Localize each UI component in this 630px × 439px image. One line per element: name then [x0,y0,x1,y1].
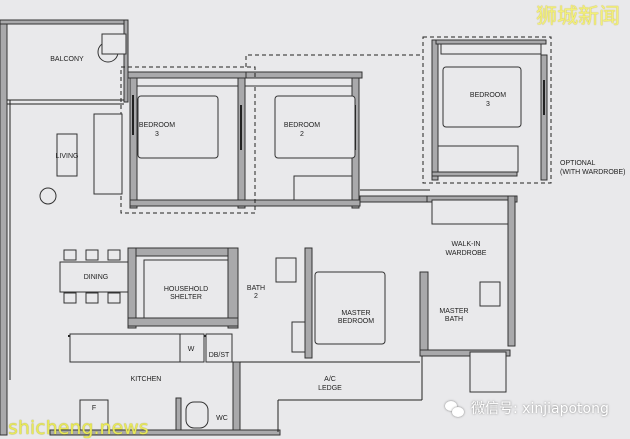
label-bedroom3-right-num: 3 [486,101,490,108]
label-shelter: SHELTER [170,294,202,301]
wardrobe [293,175,353,201]
label-with-wardrobe: (WITH WARDROBE) [560,169,625,176]
label-bath: BATH [247,285,265,292]
watermark-site: shicheng.news [8,417,149,439]
label-wc: WC [216,415,228,422]
balcony-table [101,33,127,55]
bed [314,271,386,345]
walkin-wardrobe-rack [431,199,509,225]
label-kitchen: KITCHEN [131,376,162,383]
label-master-bath-1: MASTER [439,308,468,315]
room-labels: BALCONY LIVING BEDROOM 3 BEDROOM 2 BEDRO… [50,56,625,422]
household-shelter [143,259,229,319]
db-store [205,333,233,363]
coffee-table [56,133,78,177]
label-balcony: BALCONY [50,56,84,63]
label-ledge: LEDGE [318,385,342,392]
label-dbst: DB/ST [209,352,230,359]
bed [442,66,522,128]
label-optional: OPTIONAL [560,160,596,167]
armchair [39,187,57,205]
label-washer: W [188,346,195,353]
label-bedroom3-left-num: 3 [155,131,159,138]
label-walkin: WALK-IN [452,241,481,248]
label-household: HOUSEHOLD [164,286,208,293]
furniture [39,33,522,431]
wechat-icon [445,401,465,417]
washer [179,333,205,363]
windows [136,43,542,87]
toilet [185,401,209,429]
master-shower [469,351,507,393]
label-fridge: F [92,405,96,412]
sink [275,257,297,283]
dashed-connector [245,54,420,67]
sink [479,281,501,307]
bed [274,95,356,159]
label-bedroom3-left: BEDROOM [139,122,175,129]
bed [137,95,219,159]
label-master: MASTER [341,310,370,317]
label-living: LIVING [56,153,79,160]
fridge [79,399,109,431]
sofa [93,113,123,195]
label-master-bedroom: BEDROOM [338,318,374,325]
optional-area-right-bedroom3 [422,36,552,184]
shower [291,321,306,353]
label-bedroom2: BEDROOM [284,122,320,129]
label-ac: A/C [324,376,336,383]
wardrobe [437,145,519,173]
label-master-bath-2: BATH [445,316,463,323]
label-wardrobe: WARDROBE [446,250,487,257]
watermark-chinese-title: 狮城新闻 [536,4,620,28]
watermark-wechat: 微信号: xinjiapotong [445,401,609,417]
label-dining: DINING [84,274,109,281]
label-bedroom3-right: BEDROOM [470,92,506,99]
dining-table [59,261,129,293]
label-bedroom2-num: 2 [300,131,304,138]
wechat-id: 微信号: xinjiapotong [471,401,609,417]
kitchen-counter [69,333,181,363]
interior-lines [7,80,545,432]
label-bath-num: 2 [254,293,258,300]
